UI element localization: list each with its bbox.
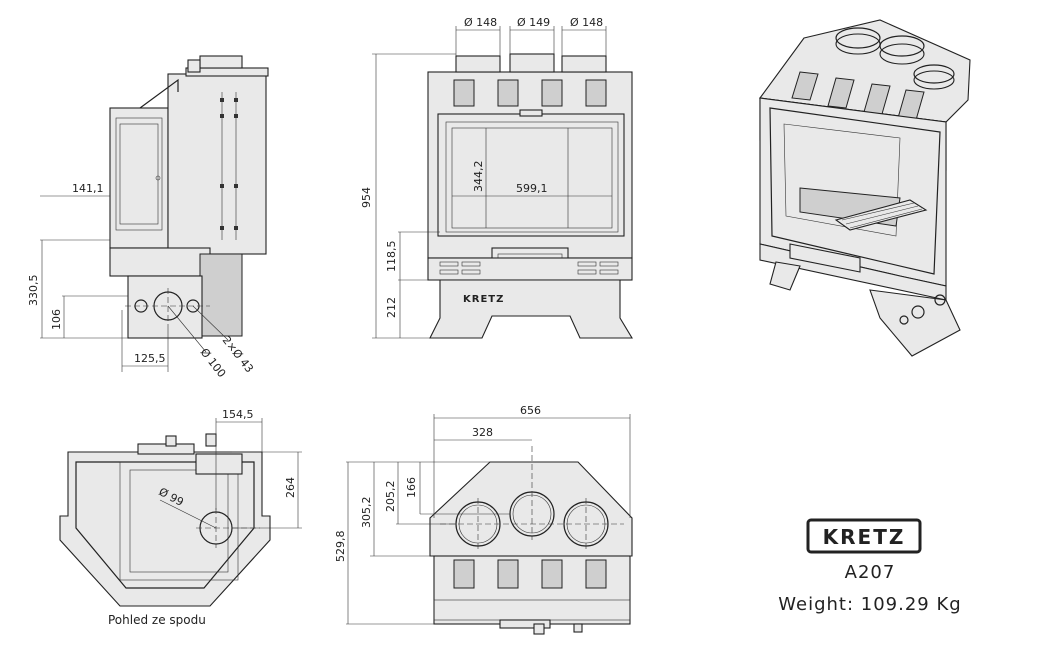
dim-side-height: 330,5 <box>27 275 40 307</box>
dim-plan-depth-1: 166 <box>405 477 418 498</box>
model-name: A207 <box>844 562 896 583</box>
side-view <box>40 55 269 372</box>
logo-text: KRETZ <box>823 525 906 549</box>
dim-base-height: 212 <box>385 297 398 318</box>
dim-plan-half-width: 328 <box>472 426 493 439</box>
bottom-view-caption: Pohled ze spodu <box>108 613 206 627</box>
dim-plan-depth-2: 205,2 <box>384 481 397 513</box>
dim-plan-total-depth: 529,8 <box>334 531 347 563</box>
dim-ash-drawer: 118,5 <box>385 241 398 273</box>
dim-top-outlet-2: Ø 149 <box>517 16 550 29</box>
dim-glass-width: 599,1 <box>516 182 548 195</box>
dim-side-hole-dia: Ø 100 <box>198 346 229 380</box>
dim-glass-height: 344,2 <box>472 161 485 193</box>
bottom-view <box>59 418 302 607</box>
weight-label: Weight: 109.29 Kg <box>778 594 962 615</box>
brand-logo: KRETZ <box>806 518 922 554</box>
dim-plan-width: 656 <box>520 404 541 417</box>
dim-side-hole-x: 125,5 <box>134 352 166 365</box>
dim-bottom-offset-y: 264 <box>284 477 297 498</box>
dim-bottom-offset-x: 154,5 <box>222 408 254 421</box>
dim-total-height: 954 <box>360 187 373 208</box>
dim-plan-depth-3: 305,2 <box>360 497 373 529</box>
dim-side-depth: 141,1 <box>72 182 104 195</box>
isometric-view <box>759 19 971 357</box>
plan-view <box>346 414 633 635</box>
dim-top-outlet-1: Ø 148 <box>464 16 497 29</box>
svg-text:KRETZ: KRETZ <box>463 294 504 305</box>
dim-side-hole-offset: 106 <box>50 309 63 330</box>
dim-top-outlet-3: Ø 148 <box>570 16 603 29</box>
front-view: KRETZ <box>372 26 633 339</box>
